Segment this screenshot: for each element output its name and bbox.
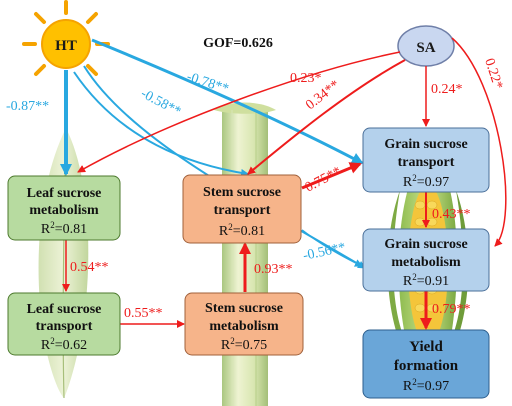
yield-line2: formation xyxy=(394,358,459,374)
coef-ht-grain-transport: -0.78** xyxy=(185,70,231,98)
grain-transport-line1: Grain sucrose xyxy=(384,137,467,152)
arrow-sa-stem-transport xyxy=(247,59,406,175)
node-grain-sucrose-metabolism: Grain sucrose metabolism R2=0.91 xyxy=(362,228,490,292)
node-yield-formation: Yield formation R2=0.97 xyxy=(362,329,490,399)
sa-label: SA xyxy=(416,40,435,56)
arrow-ht-stem-transport xyxy=(73,71,249,177)
coef-ht-leaf-metabolism: -0.87** xyxy=(6,99,49,114)
arrow-sa-leaf-metabolism xyxy=(77,51,401,173)
leaf-metabolism-line1: Leaf sucrose xyxy=(27,186,102,201)
coef-stem-transport-grain-transport: 0.75** xyxy=(303,164,344,195)
leaf-transport-line2: transport xyxy=(36,319,93,334)
node-leaf-sucrose-transport: Leaf sucrose transport R2=0.62 xyxy=(7,292,121,356)
arrow-sa-grain-metabolism xyxy=(451,37,507,247)
node-grain-sucrose-transport: Grain sucrose transport R2=0.97 xyxy=(362,127,490,193)
coef-ht-stem-transport: -0.58** xyxy=(138,86,183,120)
node-leaf-sucrose-metabolism: Leaf sucrose metabolism R2=0.81 xyxy=(7,175,121,241)
yield-line1: Yield xyxy=(409,339,443,355)
leaf-metabolism-r2: R2=0.81 xyxy=(41,220,87,237)
coef-sa-grain-metabolism: 0.22* xyxy=(481,57,505,92)
ht-label: HT xyxy=(55,38,77,54)
stem-transport-r2: R2=0.81 xyxy=(219,222,265,239)
coef-grain-transport-grain-metabolism: 0.43** xyxy=(432,207,471,222)
stem-metabolism-line2: metabolism xyxy=(209,319,279,334)
coef-leaf-metabolism-leaf-transport: 0.54** xyxy=(70,260,109,275)
gof-label: GOF=0.626 xyxy=(203,36,273,51)
node-stem-sucrose-metabolism: Stem sucrose metabolism R2=0.75 xyxy=(184,292,304,356)
coef-stem-transport-grain-metabolism: -0.56** xyxy=(302,240,347,264)
coef-sa-grain-transport: 0.24* xyxy=(431,82,463,97)
leaf-transport-line1: Leaf sucrose xyxy=(27,302,102,317)
arrow-ht-grain-metabolism xyxy=(83,65,366,269)
grain-metabolism-line1: Grain sucrose xyxy=(384,237,467,252)
yield-r2: R2=0.97 xyxy=(403,377,449,394)
grain-transport-line2: transport xyxy=(398,155,455,170)
leaf-transport-r2: R2=0.62 xyxy=(41,336,87,353)
node-stem-sucrose-transport: Stem sucrose transport R2=0.81 xyxy=(182,174,302,244)
arrow-stem-transport-grain-metabolism xyxy=(301,229,363,267)
arrow-stem-transport-grain-transport xyxy=(301,162,362,190)
coef-grain-metabolism-yield: 0.79** xyxy=(432,302,471,317)
stem-metabolism-r2: R2=0.75 xyxy=(221,336,267,353)
grain-metabolism-r2: R2=0.91 xyxy=(403,272,449,289)
stem-transport-line2: transport xyxy=(214,203,271,218)
stem-transport-line1: Stem sucrose xyxy=(203,185,281,200)
grain-transport-r2: R2=0.97 xyxy=(403,173,449,190)
leaf-metabolism-line2: metabolism xyxy=(29,203,99,218)
arrow-ht-grain-transport xyxy=(91,38,364,165)
grain-metabolism-line2: metabolism xyxy=(391,255,461,270)
coef-stem-metabolism-stem-transport: 0.93** xyxy=(254,262,293,277)
coef-leaf-transport-stem-metabolism: 0.55** xyxy=(124,306,163,321)
coef-sa-leaf-metabolism: 0.23* xyxy=(290,71,322,86)
stem-metabolism-line1: Stem sucrose xyxy=(205,301,283,316)
